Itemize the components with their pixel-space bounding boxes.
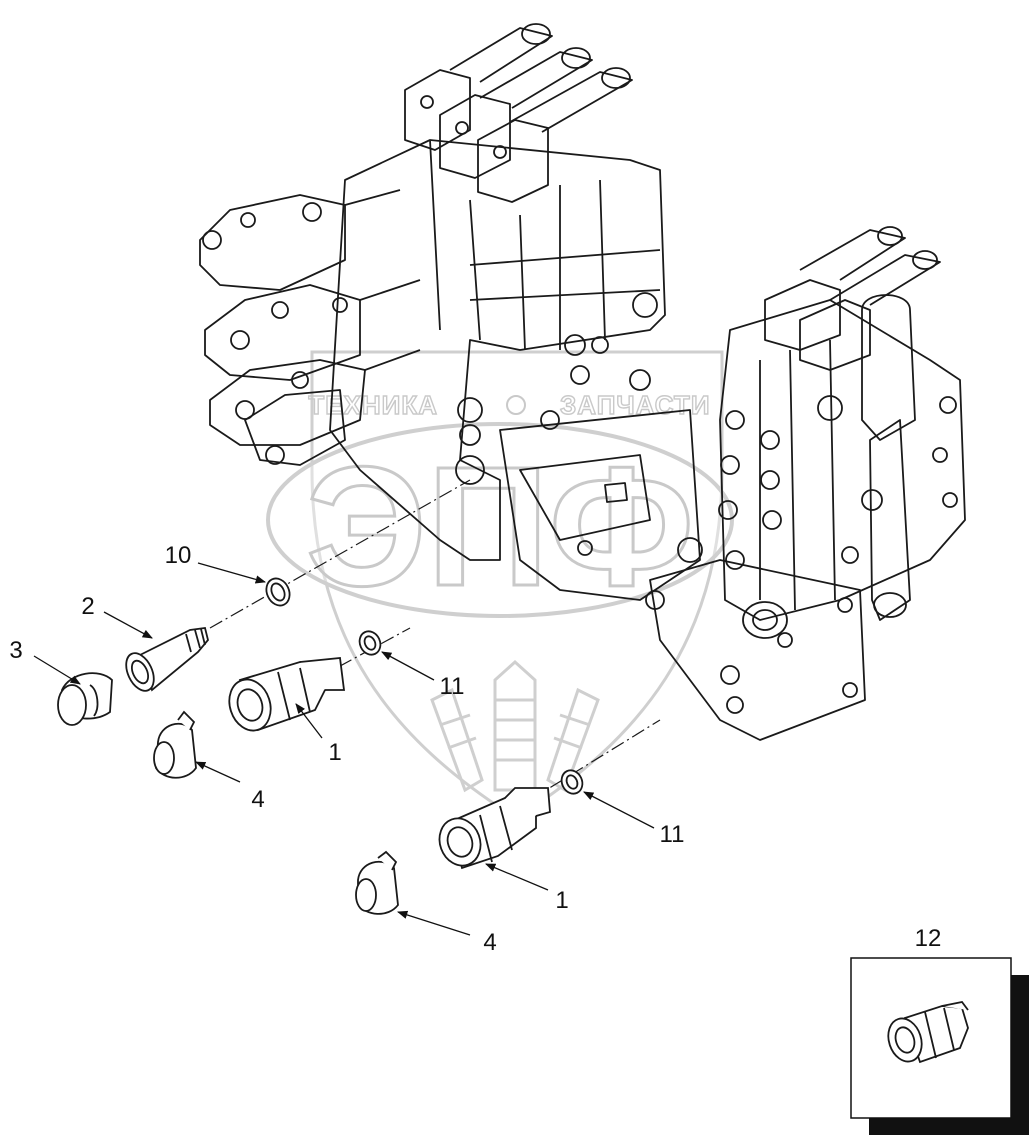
leader-11-lower [583, 791, 655, 829]
callout-11-lower: 11 [660, 821, 685, 848]
callout-1-lower: 1 [555, 887, 568, 914]
callout-numbers: 10 2 3 11 1 4 11 1 4 12 [9, 542, 941, 956]
adapter-fitting-12 [887, 1001, 969, 1064]
cap-3 [57, 672, 113, 726]
centerline-lower [529, 719, 661, 801]
cap-4-upper [153, 710, 197, 779]
watermark-gear-icon [506, 395, 526, 415]
cap-4-lower [355, 850, 399, 915]
fitting-1-lower [438, 787, 551, 870]
leader-arrows [33, 562, 655, 936]
left-solenoid-valves [199, 189, 421, 466]
callout-10: 10 [165, 542, 192, 569]
o-ring-10-inner [270, 582, 286, 602]
fitting-1-upper [228, 657, 346, 732]
leader-11-upper [381, 651, 435, 681]
watermark-wheat-icon [430, 659, 600, 793]
callout-11-upper: 11 [440, 673, 465, 700]
o-ring-11-upper-inner [363, 635, 377, 651]
leader-3 [33, 655, 81, 685]
mounting-plate [649, 559, 866, 741]
leader-10 [197, 562, 267, 584]
main-valve-body [329, 139, 703, 610]
leader-4-upper [195, 761, 241, 783]
plug-2 [125, 627, 209, 692]
leader-1-upper [295, 703, 323, 739]
centerline-upper [209, 479, 471, 629]
leader-1-lower [485, 863, 549, 891]
o-ring-11-lower-inner [565, 774, 579, 790]
callout-1-upper: 1 [328, 739, 341, 766]
exploded-parts [57, 577, 584, 915]
valve-assembly [199, 23, 966, 741]
watermark-left-text: ТЕХНИКА [308, 390, 438, 420]
callout-4-upper: 4 [251, 786, 264, 813]
right-valve-block [718, 226, 966, 621]
center-lines [209, 479, 661, 801]
top-solenoid-cylinders [449, 23, 633, 133]
callout-4-lower: 4 [483, 929, 496, 956]
callout-2: 2 [81, 593, 94, 620]
centerline-middle [317, 627, 411, 679]
inset-part-12 [850, 957, 1029, 1135]
leader-4-lower [397, 910, 471, 936]
callout-3: 3 [9, 637, 22, 664]
callout-12: 12 [915, 925, 942, 952]
leader-2 [103, 611, 153, 639]
top-valve-caps [404, 69, 549, 203]
